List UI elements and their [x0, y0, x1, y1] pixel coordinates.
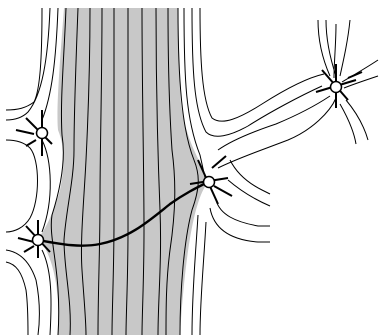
vertex-upper-right [315, 64, 363, 108]
ur-leaf-3 [339, 19, 351, 77]
left-leaf-6 [5, 249, 40, 335]
right-leaf-5 [215, 199, 270, 227]
vertex-right-center [189, 155, 233, 205]
connecting-curve [37, 180, 209, 247]
ur-leaf-8 [333, 23, 337, 79]
vertex-left-lower [17, 220, 51, 258]
vertex-node [35, 126, 49, 140]
right-leaf-3 [217, 95, 331, 151]
strip-leaf-10 [177, 7, 199, 335]
left-leaf-2 [5, 7, 51, 121]
strip-leaf-11 [183, 7, 207, 183]
strip-leaf-7 [141, 7, 145, 335]
vertex-left-upper [15, 110, 53, 156]
strip-leaf-4 [97, 7, 103, 335]
right-leaf-8 [199, 221, 207, 335]
vertex-node [202, 175, 216, 189]
left-leaf-7 [5, 261, 29, 335]
ur-leaf-1 [317, 19, 331, 77]
right-outer-leaves [191, 7, 337, 335]
ur-leaf-5 [343, 75, 379, 89]
strip-leaves [50, 7, 207, 335]
left-outer-leaves [5, 7, 59, 335]
right-leaf-7 [191, 214, 199, 335]
vertex-node [31, 233, 45, 247]
ur-leaf-4 [341, 59, 379, 83]
right-leaf-10 [227, 179, 271, 207]
strip-leaf-3 [80, 7, 91, 335]
right-leaf-2 [199, 7, 325, 122]
strip-leaf-8 [155, 7, 162, 335]
strip-leaf-9 [165, 7, 176, 335]
strip-leaf-6 [125, 7, 129, 335]
strip-leaf-5 [111, 8, 115, 335]
right-leaf-6 [209, 207, 270, 243]
strip-leaf-2 [63, 7, 79, 335]
right-leaf-9 [229, 159, 271, 195]
left-leaf-5 [41, 249, 52, 335]
right-leaf-1 [191, 7, 323, 137]
ur-leaf-7 [339, 103, 357, 145]
upper-right-leaves [317, 19, 379, 145]
left-leaf-4 [41, 139, 51, 233]
strip-leaf-1 [50, 7, 67, 335]
vertex-node [329, 80, 343, 94]
left-leaf-8 [5, 7, 43, 111]
right-leaf-4 [217, 97, 337, 169]
left-leaf-3 [5, 139, 38, 233]
ur-leaf-6 [345, 99, 369, 141]
